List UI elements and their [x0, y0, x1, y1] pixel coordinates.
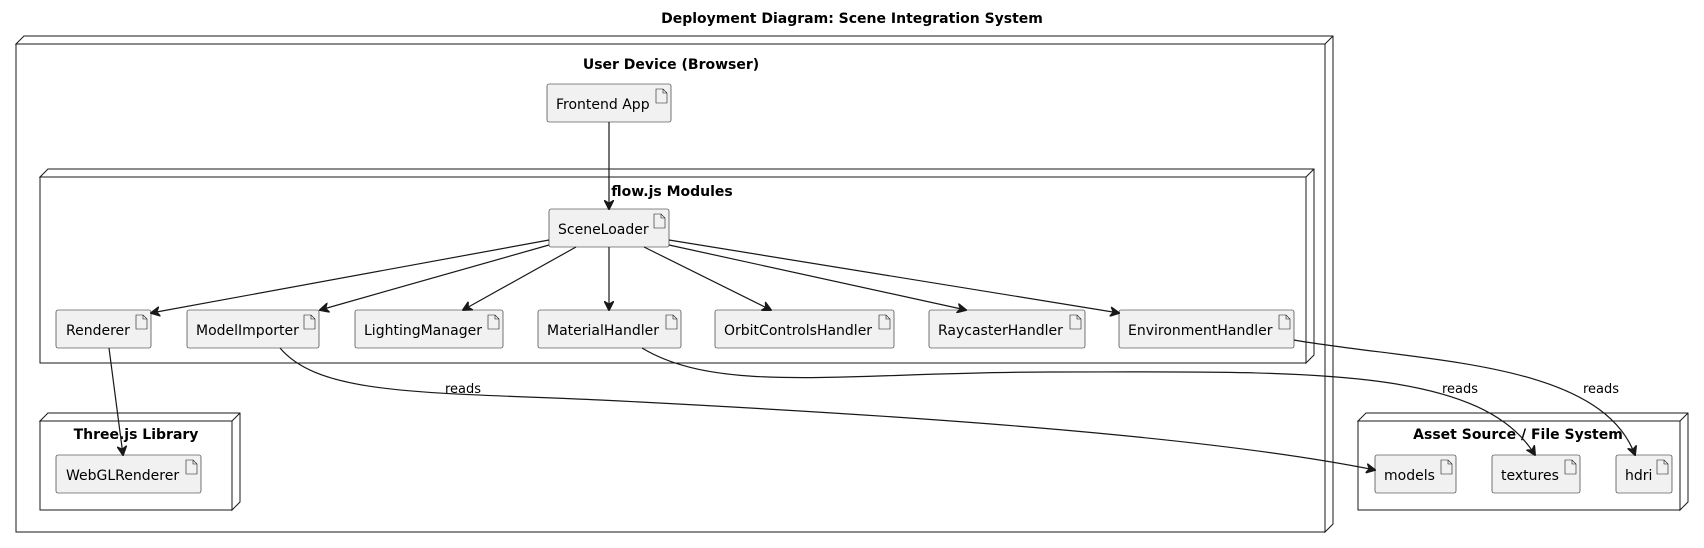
artifact-webgl-renderer[interactable]: WebGLRenderer — [55, 454, 202, 494]
artifact-label: SceneLoader — [558, 222, 649, 238]
edge-label-models: reads — [445, 382, 481, 397]
edge-renderer-to-webglrenderer — [108, 347, 123, 455]
edge-sceneloader-to-modelimporter — [320, 244, 550, 310]
artifact-raycaster-handler[interactable]: RaycasterHandler — [928, 309, 1086, 349]
edge-label-textures: reads — [1442, 382, 1478, 397]
edge-sceneloader-to-lightingmanager — [463, 246, 577, 310]
artifact-label: RaycasterHandler — [938, 323, 1063, 339]
node-title-flow-modules: flow.js Modules — [611, 184, 733, 200]
artifact-model-importer[interactable]: ModelImporter — [186, 309, 320, 349]
edge-sceneloader-to-environment — [668, 239, 1119, 313]
diagram-title: Deployment Diagram: Scene Integration Sy… — [661, 11, 1043, 27]
artifact-label: hdri — [1625, 468, 1652, 484]
artifact-renderer[interactable]: Renderer — [55, 309, 152, 349]
artifact-label: EnvironmentHandler — [1128, 323, 1273, 339]
node-title-asset-source: Asset Source / File System — [1413, 427, 1623, 443]
artifact-label: ModelImporter — [196, 323, 299, 339]
artifact-lighting-manager[interactable]: LightingManager — [354, 309, 504, 349]
artifact-frontend-app[interactable]: Frontend App — [546, 83, 672, 123]
node-title-user-device: User Device (Browser) — [583, 57, 759, 73]
artifact-models[interactable]: models — [1374, 454, 1457, 494]
artifact-label: Renderer — [66, 323, 130, 339]
artifact-scene-loader[interactable]: SceneLoader — [548, 208, 670, 248]
edge-sceneloader-to-raycaster — [668, 244, 966, 310]
artifact-label: Frontend App — [556, 97, 650, 113]
artifact-textures[interactable]: textures — [1491, 454, 1581, 494]
artifact-label: OrbitControlsHandler — [724, 323, 872, 339]
artifact-label: textures — [1501, 468, 1559, 484]
edge-label-hdri: reads — [1583, 382, 1619, 397]
artifact-label: models — [1384, 468, 1435, 484]
edge-materialhandler-to-textures — [641, 347, 1535, 455]
artifact-label: WebGLRenderer — [66, 468, 179, 484]
node-title-threejs: Three.js Library — [74, 427, 199, 443]
artifact-material-handler[interactable]: MaterialHandler — [537, 309, 682, 349]
artifact-label: LightingManager — [364, 323, 482, 339]
edge-sceneloader-to-renderer — [151, 239, 550, 313]
edge-modelimporter-to-models — [279, 347, 1375, 470]
edges — [108, 122, 1635, 470]
edge-environment-to-hdri — [1293, 339, 1635, 455]
artifact-hdri[interactable]: hdri — [1615, 454, 1673, 494]
artifact-orbit-controls-handler[interactable]: OrbitControlsHandler — [714, 309, 895, 349]
artifact-environment-handler[interactable]: EnvironmentHandler — [1118, 309, 1295, 349]
edge-sceneloader-to-orbitcontrols — [643, 246, 771, 310]
artifact-label: MaterialHandler — [547, 323, 659, 339]
